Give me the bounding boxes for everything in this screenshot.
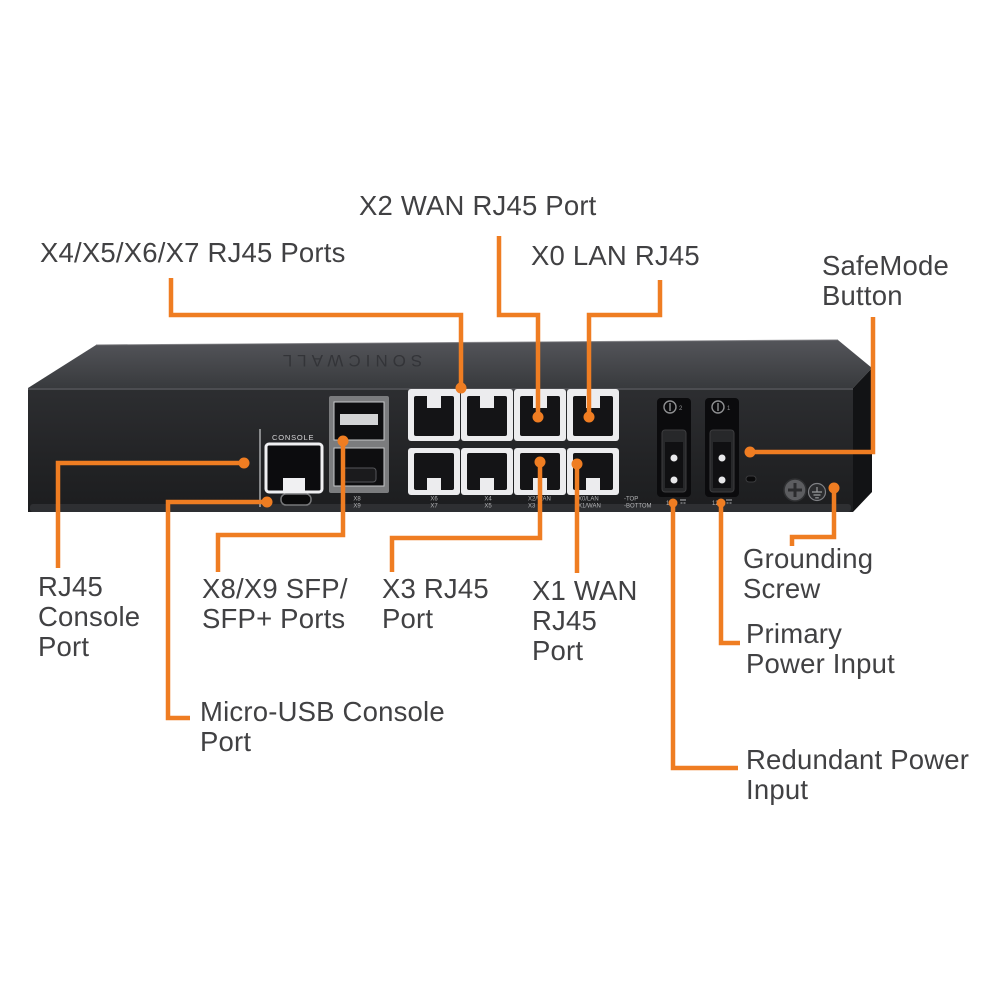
callout-label-safemode: SafeMode Button bbox=[822, 250, 949, 311]
callout-line-micro-usb bbox=[165, 499, 265, 721]
callout-line-x8-x9-sfp bbox=[215, 443, 346, 572]
callout-dot-x0-lan bbox=[583, 411, 595, 423]
callout-dot-grounding bbox=[828, 482, 840, 494]
callout-line-primary-power bbox=[718, 505, 740, 646]
callout-label-primary-power: Primary Power Input bbox=[746, 618, 895, 679]
callout-label-x8-x9-sfp: X8/X9 SFP/ SFP+ Ports bbox=[202, 573, 348, 634]
callout-dots bbox=[238, 382, 840, 508]
callout-label-grounding: Grounding Screw bbox=[743, 543, 874, 604]
rj45-port-x5 bbox=[461, 448, 513, 495]
svg-text:2: 2 bbox=[679, 406, 683, 412]
row-legend-bottom: -BOTTOM bbox=[624, 504, 652, 510]
power-icon-1: 1 bbox=[711, 400, 731, 414]
callout-dot-x1-wan bbox=[571, 458, 583, 470]
callout-label-x4-x5-x6-x7: X4/X5/X6/X7 RJ45 Ports bbox=[40, 237, 346, 268]
port-col2-top-label: X4 bbox=[484, 497, 492, 503]
micro-usb-port bbox=[280, 493, 312, 506]
power-icon-2: 2 bbox=[663, 400, 683, 414]
port-col2-bottom-label: X5 bbox=[484, 504, 492, 510]
callout-line-x4-x5-x6-x7 bbox=[168, 278, 464, 386]
grounding-screw-head bbox=[783, 478, 807, 502]
callout-dot-redundant-power bbox=[668, 498, 678, 508]
callout-label-x3: X3 RJ45 Port bbox=[382, 573, 489, 634]
sfp-port-x8 bbox=[333, 401, 385, 441]
console-silkscreen-label: CONSOLE bbox=[272, 433, 314, 442]
svg-text:1: 1 bbox=[727, 406, 731, 412]
callout-label-rj45-console: RJ45 Console Port bbox=[38, 571, 141, 662]
rj45-console-port bbox=[264, 442, 324, 494]
dc-symbol-icon bbox=[680, 499, 686, 504]
callout-label-micro-usb: Micro-USB Console Port bbox=[200, 696, 445, 757]
sfp-label-x8: X8 bbox=[353, 497, 361, 503]
port-col3-bottom-label: X3 bbox=[528, 504, 536, 510]
sfp-label-x9: X9 bbox=[353, 504, 361, 510]
chassis-top-face bbox=[28, 340, 872, 388]
callout-label-redundant-power: Redundant Power Input bbox=[746, 744, 970, 805]
callout-line-safemode bbox=[752, 317, 876, 455]
callout-line-redundant-power bbox=[670, 505, 738, 771]
rj45-port-x6 bbox=[408, 389, 460, 441]
callout-label-x1-wan: X1 WAN RJ45 Port bbox=[532, 575, 638, 666]
callout-dot-x4-x5-x6-x7 bbox=[455, 382, 467, 394]
ground-symbol-icon bbox=[807, 482, 827, 502]
port-col1-top-label: X6 bbox=[430, 497, 438, 503]
row-legend-top: -TOP bbox=[624, 497, 638, 503]
safemode-pinhole bbox=[745, 475, 757, 483]
callout-dot-x8-x9-sfp bbox=[337, 435, 349, 447]
callout-dot-micro-usb bbox=[261, 496, 273, 508]
callout-dot-rj45-console bbox=[238, 457, 250, 469]
callout-line-x2-wan bbox=[496, 236, 541, 415]
callout-dot-primary-power bbox=[716, 498, 726, 508]
port-col4-top-label: X0/LAN bbox=[578, 497, 599, 503]
dc-symbol-icon bbox=[726, 499, 732, 504]
rj45-port-block: X6 X7 X4 X5 X2/WAN X3 X0/LAN X1/WAN -TOP… bbox=[408, 389, 652, 510]
sonicwall-logo: SONICWALL bbox=[278, 351, 423, 370]
callout-label-x2-wan: X2 WAN RJ45 Port bbox=[359, 190, 597, 221]
chassis-bottom-strip bbox=[30, 504, 851, 512]
callout-dot-x3 bbox=[534, 456, 546, 468]
callout-line-x0-lan bbox=[586, 280, 663, 415]
console-group: CONSOLE bbox=[259, 429, 324, 507]
callout-dot-safemode bbox=[744, 446, 756, 458]
callout-line-x3 bbox=[389, 464, 543, 572]
callout-lines bbox=[55, 236, 876, 771]
chassis-right-face bbox=[853, 368, 872, 512]
power-input-primary: 1 12V bbox=[705, 398, 739, 507]
rj45-port-x7 bbox=[408, 448, 460, 495]
callout-dot-x2-wan bbox=[532, 411, 544, 423]
chassis-top-edge-highlight bbox=[95, 339, 839, 346]
callout-line-rj45-console bbox=[55, 460, 242, 568]
port-col4-bottom-label: X1/WAN bbox=[578, 504, 601, 510]
rj45-port-x4 bbox=[461, 389, 513, 441]
power-input-redundant: 2 12V bbox=[657, 398, 691, 507]
callout-label-x0-lan: X0 LAN RJ45 bbox=[531, 240, 700, 271]
port-col1-bottom-label: X7 bbox=[430, 504, 438, 510]
sfp-cage: X8 X9 bbox=[329, 396, 389, 510]
callout-line-grounding bbox=[789, 490, 837, 546]
